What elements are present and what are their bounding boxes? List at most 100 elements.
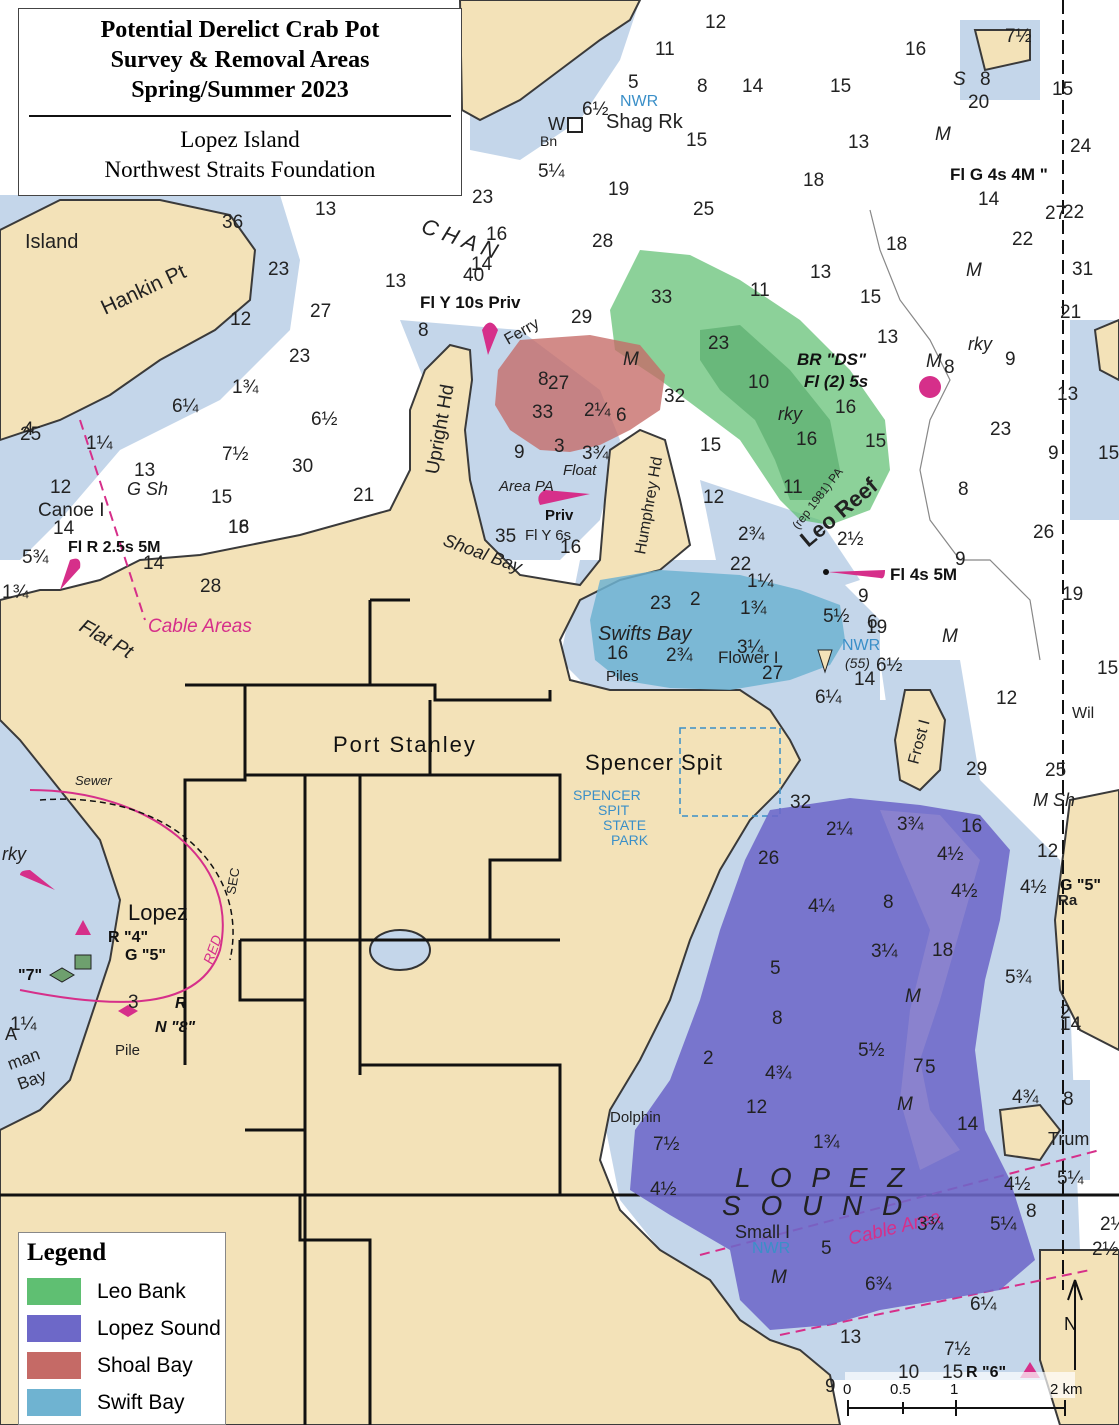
depth-sounding: 22	[730, 554, 751, 575]
depth-sounding: 12	[703, 487, 724, 508]
depth-sounding: 35	[495, 526, 516, 547]
depth-sounding: 27	[762, 663, 783, 684]
depth-sounding: 4½	[1004, 1174, 1031, 1195]
light-flare-icon	[20, 870, 55, 890]
depth-sounding: 23	[472, 187, 493, 208]
depth-sounding: 15	[211, 487, 232, 508]
depth-sounding: 5	[925, 1057, 936, 1078]
depth-sounding: 10	[748, 372, 769, 393]
lopez-sound-shallow-lobe	[880, 810, 980, 1170]
park-label-3: STATE	[603, 817, 646, 833]
title-divider	[29, 115, 451, 117]
depth-sounding: 16	[228, 517, 249, 538]
legend-swatch	[27, 1278, 81, 1305]
depth-sounding: M	[905, 986, 921, 1007]
depth-sounding: 27	[1045, 203, 1066, 224]
depth-sounding: 4½	[650, 1179, 677, 1200]
depth-sounding: 6¼	[172, 396, 200, 417]
diamond-marker-icon	[118, 1005, 138, 1017]
depth-sounding: 13	[1057, 384, 1078, 405]
fl-y-10s-label: Fl Y 10s Priv	[420, 293, 521, 312]
depth-sounding: 11	[750, 280, 770, 301]
depth-sounding: 16	[835, 397, 856, 418]
g5-label: G "5"	[125, 947, 166, 964]
depth-sounding: 4¼	[808, 896, 836, 917]
depth-sounding: 12	[996, 688, 1017, 709]
depth-sounding: 12	[1037, 841, 1058, 862]
depth-sounding: 3¼	[737, 637, 765, 658]
depth-sounding: 19	[866, 617, 887, 638]
lopez-sound-label-1: L O P E Z	[735, 1162, 910, 1193]
depth-sounding: 4¾	[1012, 1087, 1040, 1108]
depth-sounding: 9	[514, 442, 525, 463]
depth-sounding: 5¾	[1005, 967, 1033, 988]
depth-sounding: 8	[1063, 1089, 1074, 1110]
depth-sounding: 7½	[1005, 26, 1032, 47]
red-sector-arc	[19, 789, 224, 1003]
depth-sounding: 5¼	[1057, 1168, 1085, 1189]
ra-label: Ra	[1058, 892, 1078, 909]
depth-sounding: 5¼	[990, 1214, 1018, 1235]
park-label-4: PARK	[611, 832, 649, 848]
depth-sounding: 3	[554, 436, 565, 457]
depth-sounding: 33	[651, 287, 672, 308]
depth-sounding: 6	[867, 612, 878, 633]
se-land	[1039, 1249, 1119, 1425]
sec-dashed-arc	[39, 798, 234, 961]
depth-sounding: 2	[1060, 1002, 1071, 1023]
shoal-bay-area	[495, 335, 665, 452]
depth-sounding: 14	[978, 189, 1000, 210]
title-line-1: Potential Derelict Crab Pot	[100, 17, 380, 43]
q7-label: "7"	[18, 967, 42, 984]
svg-text:N: N	[1064, 1314, 1077, 1334]
depth-sounding: 7	[0, 0, 11, 5]
w-label: W	[548, 114, 565, 134]
legend-label: Leo Bank	[97, 1279, 186, 1303]
depth-sounding: 5½	[858, 1040, 885, 1061]
legend-title: Legend	[27, 1239, 107, 1266]
n8-label: N "8"	[155, 1019, 195, 1036]
bn-label: Bn	[540, 133, 557, 149]
legend: Legend Leo Bank Lopez Sound Shoal Bay Sw…	[18, 1232, 226, 1425]
depth-sounding: 26	[1033, 522, 1054, 543]
depth-sounding: 7½	[653, 1134, 680, 1155]
depth-sounding: 7½	[944, 1339, 971, 1360]
legend-swatch	[27, 1389, 81, 1416]
depth-sounding: 2½	[1100, 1214, 1119, 1235]
light-flare-icon	[60, 558, 81, 590]
priv-label: Priv	[545, 507, 574, 524]
depth-sounding: 12	[0, 0, 21, 5]
depth-sounding: 18	[932, 940, 953, 961]
trum-label: Trum	[1048, 1129, 1089, 1149]
float-label: Float	[563, 462, 597, 479]
depth-sounding: 8	[697, 76, 708, 97]
depth-sounding: 23	[289, 346, 310, 367]
depth-sounding: 20	[968, 92, 989, 113]
depth-sounding: 2½	[837, 529, 864, 550]
depth-sounding: 4½	[1020, 877, 1047, 898]
title-line-3: Spring/Summer 2023	[131, 77, 349, 103]
depth-sounding: 15	[686, 130, 707, 151]
depth-sounding: 1¾	[232, 377, 260, 398]
depth-sounding: 4½	[937, 844, 964, 865]
depth-sounding: 27	[548, 373, 569, 394]
park-label-2: SPIT	[598, 802, 630, 818]
sec-label: SEC	[223, 867, 242, 896]
depth-sounding: 13	[385, 271, 406, 292]
park-label-1: SPENCER	[573, 787, 641, 803]
legend-label: Lopez Sound	[97, 1316, 221, 1340]
m-sh-label: M Sh	[1033, 790, 1075, 810]
depth-sounding: 2¼	[826, 819, 854, 840]
depth-sounding: 25	[693, 199, 714, 220]
nwr-label-flower: NWR	[842, 637, 880, 654]
depth-sounding: 19	[1062, 584, 1083, 605]
depth-sounding: 18	[803, 170, 824, 191]
green-square-icon	[74, 954, 92, 970]
island-label: Island	[25, 231, 78, 253]
depth-sounding: 15	[860, 287, 881, 308]
depth-sounding: 12	[50, 477, 71, 498]
depth-sounding: 23	[990, 419, 1011, 440]
depth-sounding: 5	[821, 1238, 832, 1259]
